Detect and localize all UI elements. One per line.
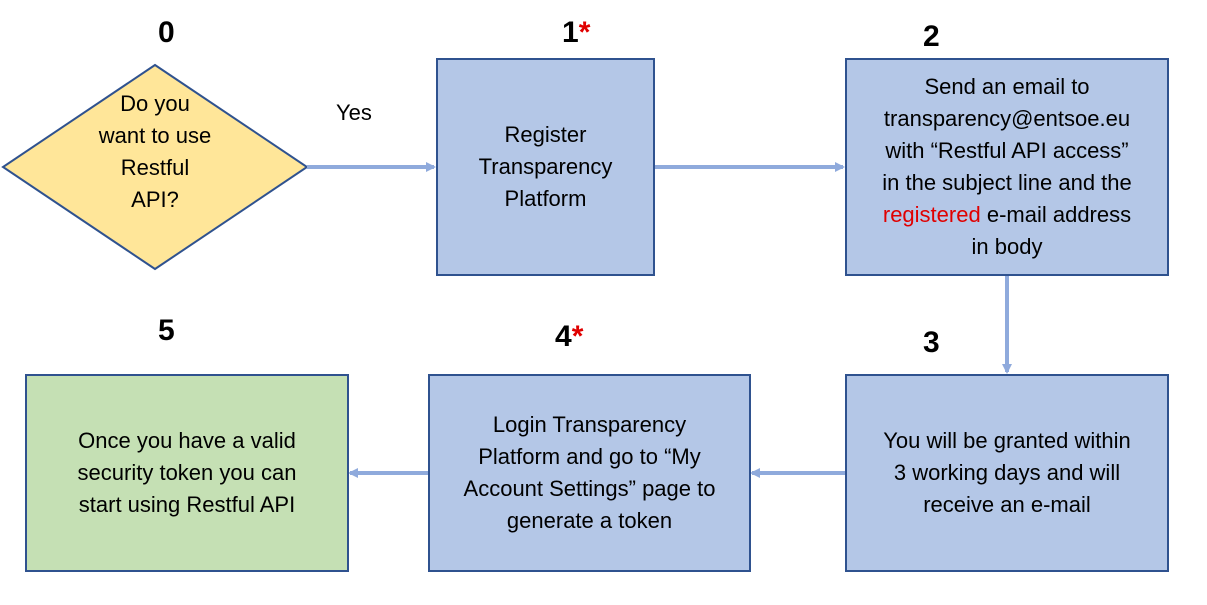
required-asterisk: * (578, 16, 591, 49)
step-2-number: 2 (923, 20, 940, 53)
step-5-number: 5 (158, 314, 175, 347)
decision-line: Do you (120, 91, 190, 116)
step-0-number: 0 (158, 16, 175, 49)
decision-line: API? (131, 187, 179, 212)
step-4-box: Login Transparency Platform and go to “M… (428, 374, 751, 572)
step-5-line: security token you can (77, 460, 297, 485)
step-3-number: 3 (923, 326, 940, 359)
step-1-line: Register (504, 122, 587, 147)
step-2-box: Send an email to transparency@entsoe.eu … (845, 58, 1169, 276)
step-2-line: registered e-mail address (882, 199, 1132, 231)
step-3-line: receive an e-mail (923, 492, 1091, 517)
step-2-line: Send an email to (924, 74, 1090, 99)
step-3-line: 3 working days and will (893, 460, 1121, 485)
decision-diamond (1, 63, 309, 271)
step-3-line: You will be granted within (883, 428, 1131, 453)
step-2-line: in body (971, 234, 1043, 259)
yes-edge-label: Yes (336, 100, 372, 125)
step-5-line: start using Restful API (78, 492, 296, 517)
step-1-line: Platform (504, 186, 587, 211)
step-3-box: You will be granted within 3 working day… (845, 374, 1169, 572)
step-1-number: 1* (562, 16, 591, 49)
decision-line: want to use (98, 123, 212, 148)
step-4-line: Account Settings” page to (463, 476, 716, 501)
decision-line: Restful (120, 155, 190, 180)
step-2-line-rest: e-mail address (980, 202, 1132, 227)
step-2-line: with “Restful API access” (885, 138, 1129, 163)
step-4-line: generate a token (506, 508, 673, 533)
decision-text: Do you want to use Restful API? (75, 88, 235, 216)
step-5-box: Once you have a valid security token you… (25, 374, 349, 572)
step-1-line: Transparency (478, 154, 613, 179)
registered-highlight: registered (882, 202, 981, 227)
email-address: transparency@entsoe.eu (883, 106, 1131, 131)
step-1-box: Register Transparency Platform (436, 58, 655, 276)
step-4-line: Platform and go to “My (478, 444, 701, 469)
required-asterisk: * (571, 320, 584, 353)
step-5-line: Once you have a valid (78, 428, 296, 453)
step-4-number: 4* (555, 320, 584, 353)
step-2-line: in the subject line and the (882, 170, 1132, 195)
step-4-line: Login Transparency (492, 412, 687, 437)
